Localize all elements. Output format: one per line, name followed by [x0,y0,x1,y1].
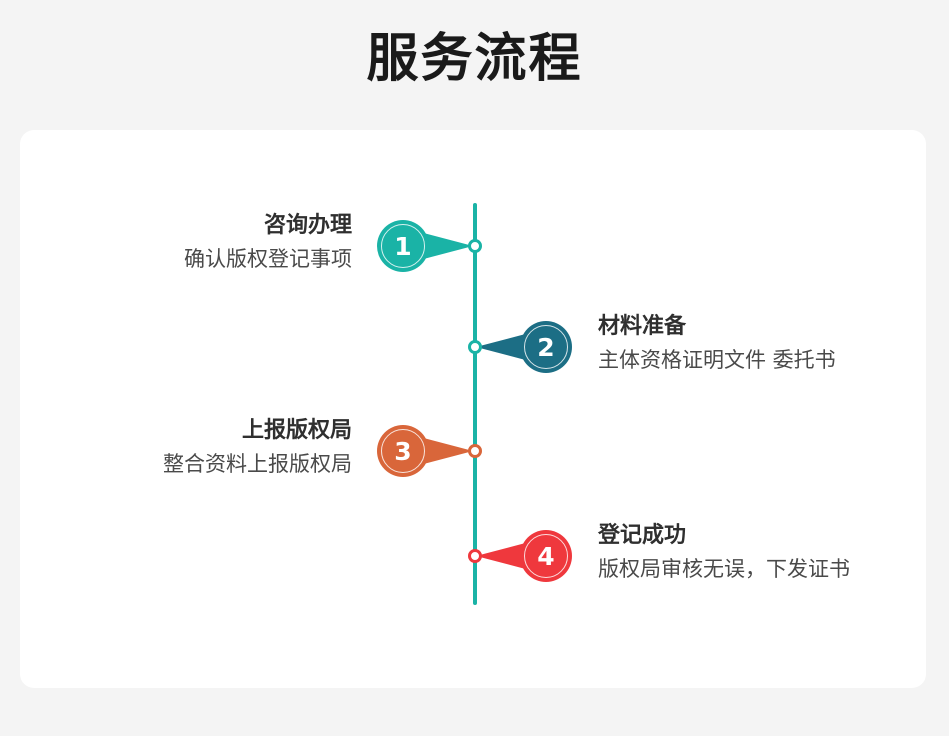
step-2-number: 2 [537,332,555,362]
step-4-title: 登记成功 [598,523,687,548]
step-1-title: 咨询办理 [263,213,352,238]
step-1-number-badge: 1 [377,220,429,272]
step-3-number: 3 [394,436,412,466]
step-1-node-dot-icon [468,239,482,253]
timeline-step-3: 上报版权局 整合资料上报版权局 3 [0,409,949,501]
step-2-node-dot-icon [468,340,482,354]
step-2-description: 主体资格证明文件 委托书 [598,348,836,372]
step-1-marker[interactable]: 1 [377,218,473,274]
step-4-description: 版权局审核无误，下发证书 [598,557,850,581]
step-4-node-dot-icon [468,549,482,563]
step-4-text-block: 登记成功 版权局审核无误，下发证书 [598,520,928,586]
step-4-number-badge: 4 [520,530,572,582]
step-1-text-block: 咨询办理 确认版权登记事项 [22,210,352,276]
step-4-number: 4 [537,541,555,571]
step-2-marker[interactable]: 2 [476,319,572,375]
timeline-step-1: 咨询办理 确认版权登记事项 1 [0,204,949,296]
step-2-text-block: 材料准备 主体资格证明文件 委托书 [598,311,928,377]
step-3-title: 上报版权局 [241,418,352,443]
timeline-step-4: 登记成功 版权局审核无误，下发证书 4 [0,514,949,606]
timeline-axis [473,203,477,605]
step-4-marker[interactable]: 4 [476,528,572,584]
step-3-marker[interactable]: 3 [377,423,473,479]
step-3-number-badge: 3 [377,425,429,477]
step-3-node-dot-icon [468,444,482,458]
step-2-title: 材料准备 [598,314,687,339]
step-1-description: 确认版权登记事项 [184,247,352,271]
step-2-number-badge: 2 [520,321,572,373]
page-title: 服务流程 [366,29,583,89]
step-3-description: 整合资料上报版权局 [163,452,352,476]
step-3-text-block: 上报版权局 整合资料上报版权局 [22,415,352,481]
timeline-step-2: 材料准备 主体资格证明文件 委托书 2 [0,305,949,397]
step-1-number: 1 [394,231,412,261]
